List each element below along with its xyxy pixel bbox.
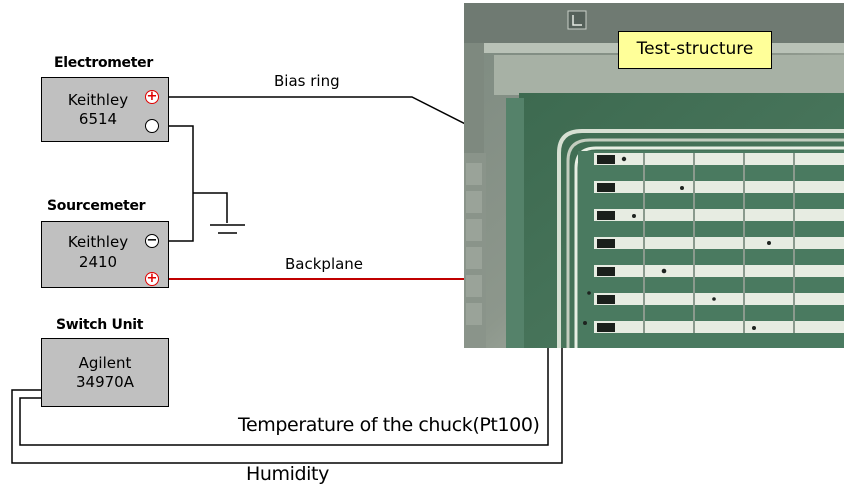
electrometer-positive-terminal: +	[145, 90, 159, 104]
electrometer-title: Electrometer	[54, 55, 153, 71]
sourcemeter-positive-terminal: +	[145, 272, 159, 286]
electrometer-model-line1: Keithley	[42, 91, 154, 110]
sourcemeter-model-line1: Keithley	[42, 233, 154, 252]
ground-wire	[193, 193, 227, 223]
sourcemeter-title: Sourcemeter	[47, 198, 145, 214]
test-structure-callout: Test-structure	[618, 31, 772, 69]
electrometer-low-terminal	[145, 119, 159, 133]
sourcemeter-negative-terminal: −	[145, 234, 159, 248]
electrometer-model-line2: 6514	[42, 110, 154, 129]
switch-unit-model-line1: Agilent	[42, 354, 168, 373]
bias-ring-label: Bias ring	[274, 72, 340, 90]
switch-unit-title: Switch Unit	[56, 317, 143, 333]
sourcemeter-model-line2: 2410	[42, 253, 154, 272]
humidity-label: Humidity	[246, 463, 329, 485]
temperature-label: Temperature of the chuck(Pt100)	[238, 414, 540, 436]
switch-unit-box: Agilent 34970A	[41, 338, 169, 407]
backplane-label: Backplane	[285, 255, 363, 273]
switch-unit-model-line2: 34970A	[42, 373, 168, 392]
